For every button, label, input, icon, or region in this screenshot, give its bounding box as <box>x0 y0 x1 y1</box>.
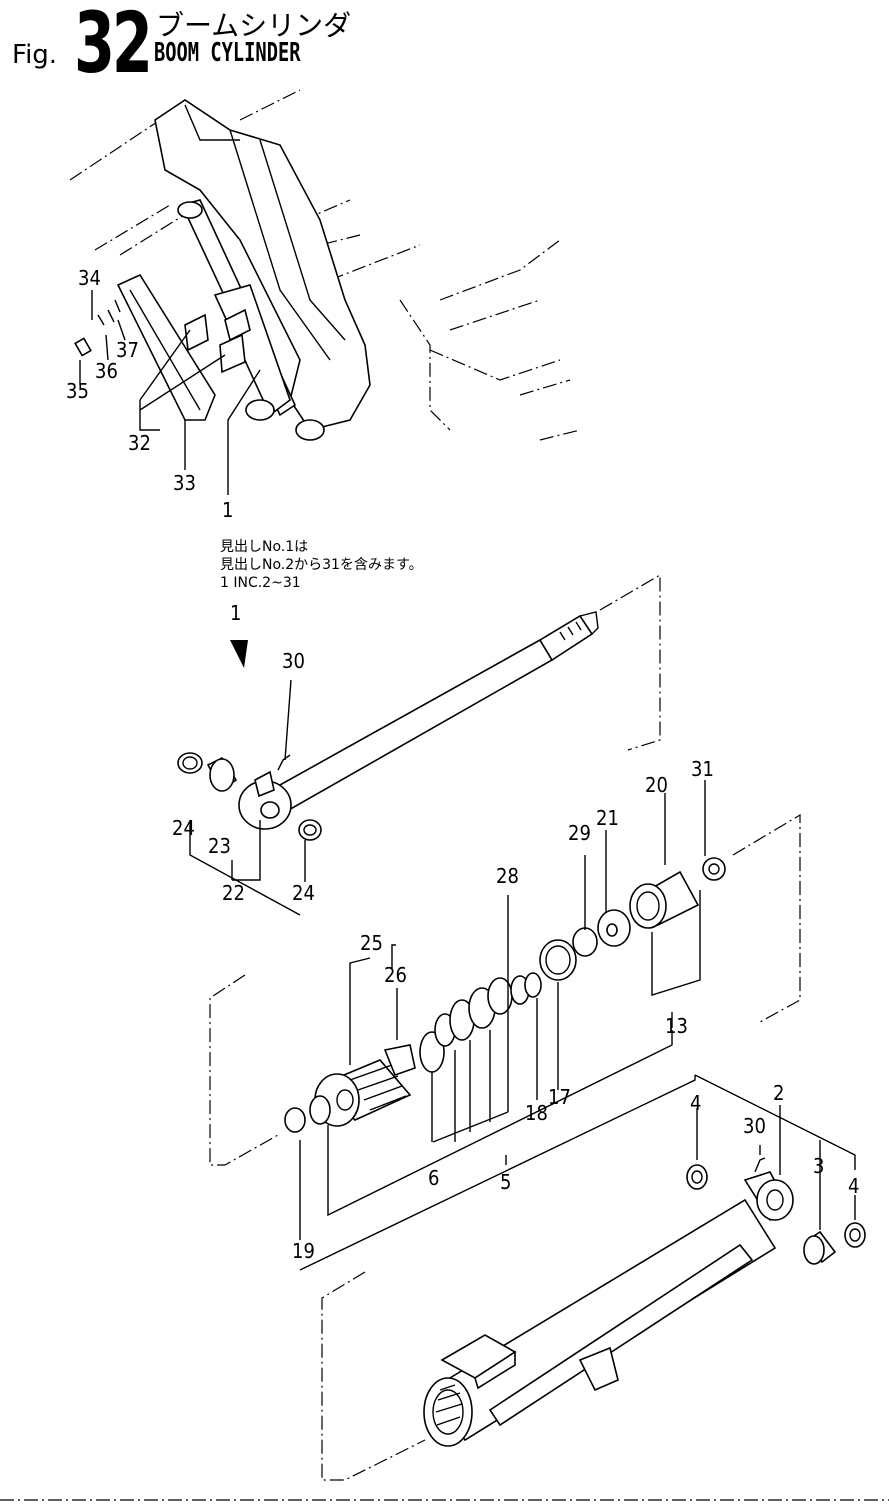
callout-25: 25 <box>360 931 383 955</box>
direction-arrow-icon <box>230 640 248 668</box>
callout-19: 19 <box>292 1239 315 1263</box>
callout-18: 18 <box>525 1101 548 1125</box>
piston-rod <box>178 575 660 840</box>
callout-24-left: 24 <box>172 816 195 840</box>
callout-3: 3 <box>813 1154 824 1178</box>
callout-17: 17 <box>548 1085 571 1109</box>
callout-21: 21 <box>596 806 619 830</box>
callout-1-overview: 1 <box>222 498 233 522</box>
callout-6: 6 <box>428 1166 439 1190</box>
callout-33: 33 <box>173 471 196 495</box>
callout-4-left: 4 <box>690 1091 701 1115</box>
callout-5: 5 <box>500 1170 511 1194</box>
callout-20: 20 <box>645 773 668 797</box>
callout-22: 22 <box>222 881 245 905</box>
callout-30-rod: 30 <box>282 649 305 673</box>
callout-30-tube: 30 <box>743 1114 766 1138</box>
callout-24-right: 24 <box>292 881 315 905</box>
callout-36: 36 <box>95 359 118 383</box>
callout-26: 26 <box>384 963 407 987</box>
callout-32: 32 <box>128 431 151 455</box>
callout-34: 34 <box>78 266 101 290</box>
callout-2: 2 <box>773 1081 784 1105</box>
callout-31: 31 <box>691 757 714 781</box>
callout-13: 13 <box>665 1014 688 1038</box>
callout-37: 37 <box>116 338 139 362</box>
callout-28: 28 <box>496 864 519 888</box>
callout-23: 23 <box>208 834 231 858</box>
callout-1-assembly: 1 <box>230 601 241 625</box>
callout-4-right: 4 <box>848 1174 859 1198</box>
callout-35: 35 <box>66 379 89 403</box>
cylinder-tube <box>322 1158 865 1480</box>
machine-overview <box>70 90 580 440</box>
callout-29: 29 <box>568 821 591 845</box>
